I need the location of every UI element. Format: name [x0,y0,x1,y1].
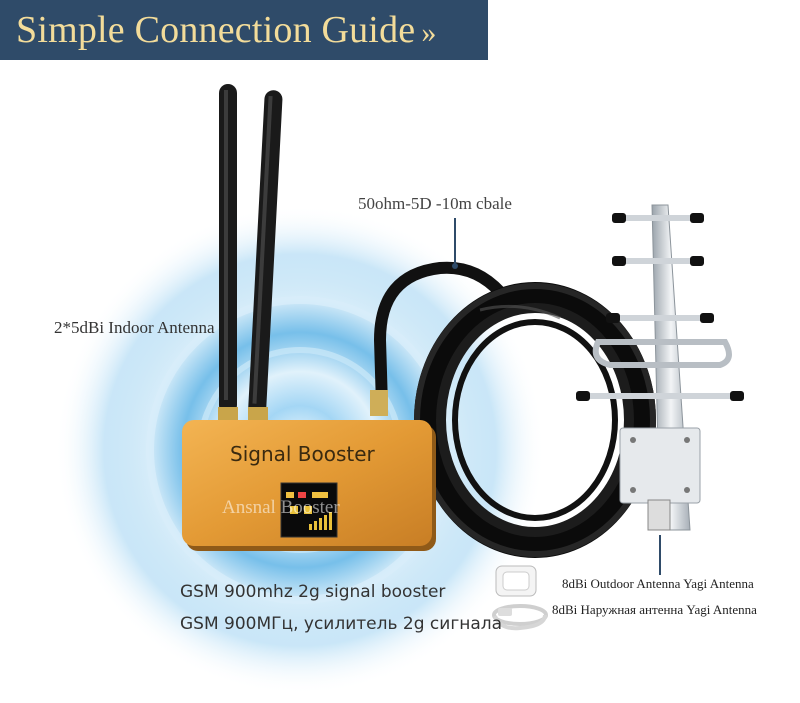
cable-label: 50ohm-5D -10m cbale [358,194,512,213]
coaxial-cable-coil [370,261,656,558]
indoor-antennas [218,84,283,423]
device-watermark: Ansnal Booster [222,497,340,518]
header-banner: Simple Connection Guide» [0,0,488,60]
power-adapter [492,565,548,631]
scene-illustration [55,84,744,695]
chevron-icon: » [421,16,437,49]
outdoor-antenna-label-en: 8dBi Outdoor Antenna Yagi Antenna [562,576,754,591]
product-scene: Signal Booster Ansnal Booster 50ohm-5D -… [0,60,800,698]
yagi-antenna [576,204,744,531]
booster-label-en: GSM 900mhz 2g signal booster [180,582,446,602]
page-title: Simple Connection Guide» [16,8,437,52]
indoor-antenna-label: 2*5dBi Indoor Antenna [54,318,215,337]
cable-leader-dot [452,263,458,269]
title-text: Simple Connection Guide [16,9,416,51]
signal-ring [146,296,454,604]
signal-booster-device [182,420,436,551]
device-label: Signal Booster [230,442,375,466]
outdoor-antenna-label-ru: 8dBi Наружная антенна Yagi Antenna [552,602,757,617]
booster-label-ru: GSM 900МГц, усилитель 2g сигнала [180,614,503,634]
